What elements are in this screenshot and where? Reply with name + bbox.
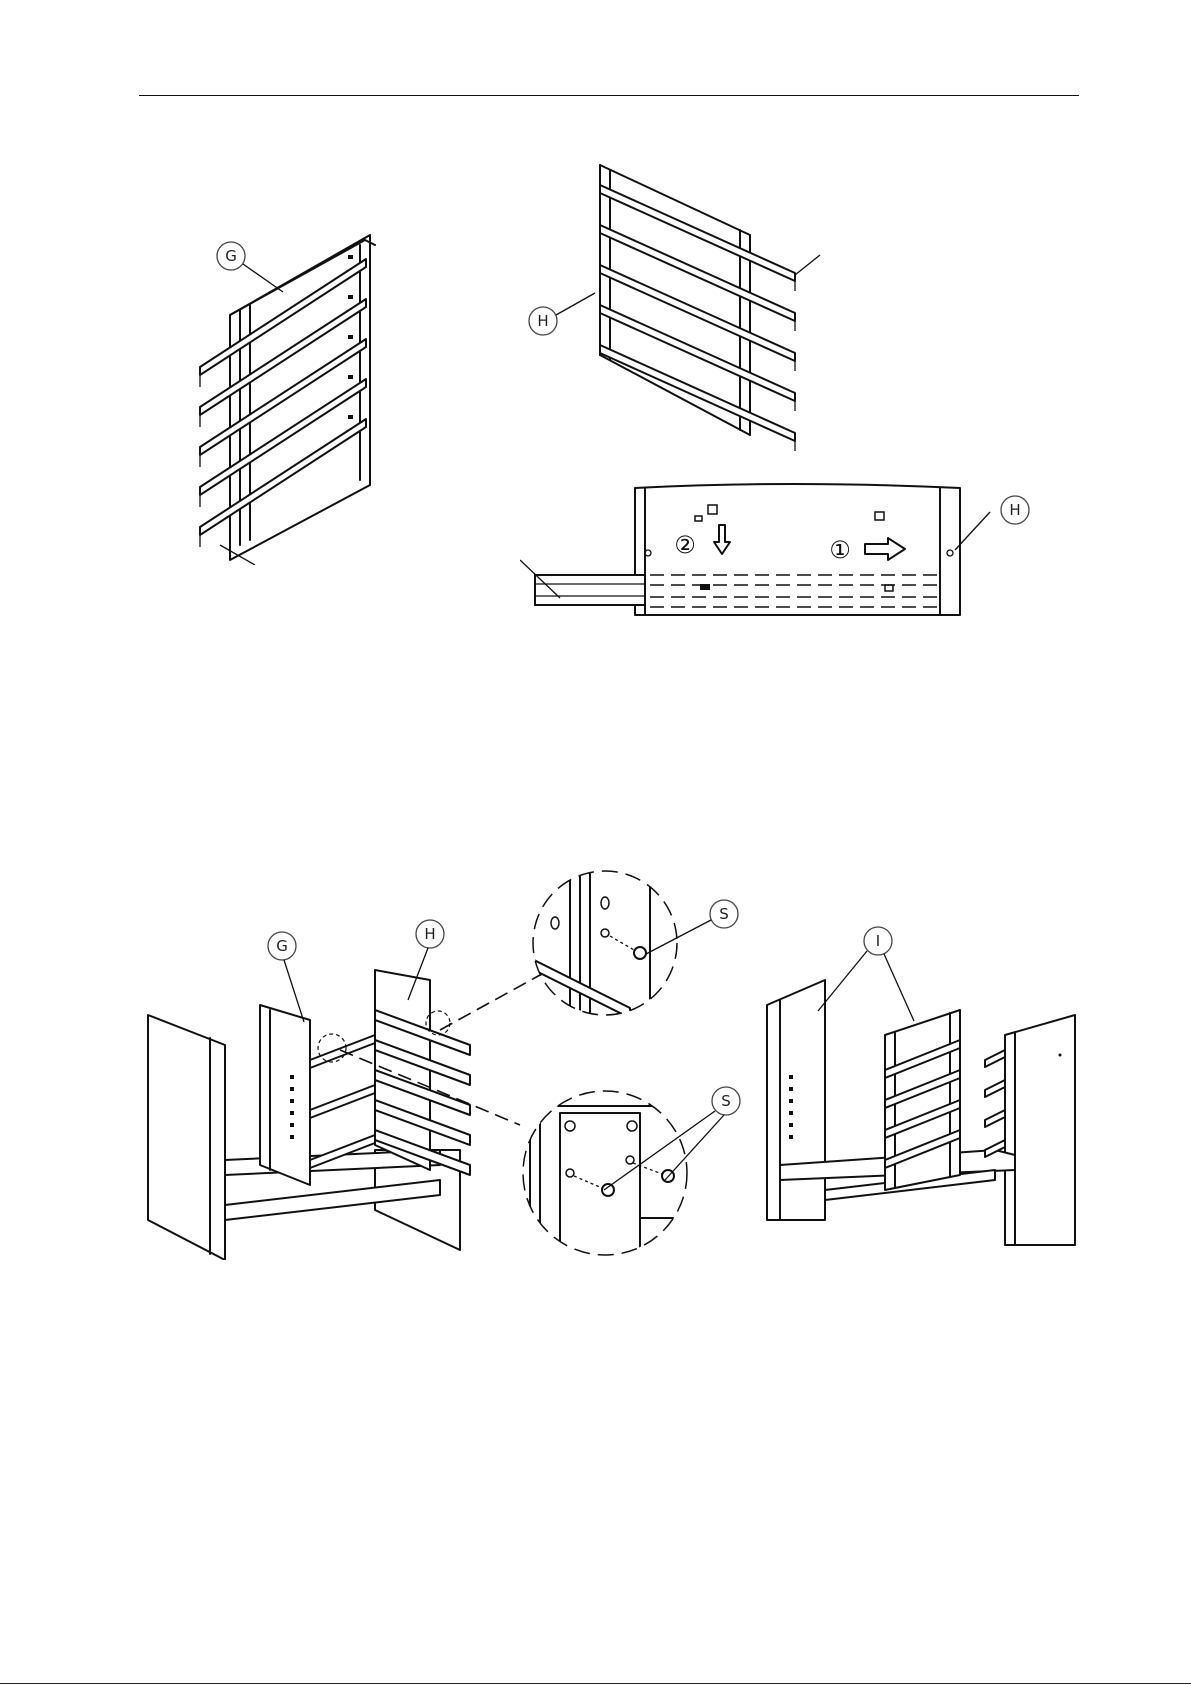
callout-g-bottom-label: G [276,937,288,955]
rail-assembly-h-figure [590,155,830,475]
callout-i-label: I [876,932,880,950]
callout-g-top: G [215,240,295,300]
callout-s-bottom: S [600,1085,745,1195]
callout-h-detail-label: H [1009,501,1020,519]
callout-h-top: H [525,285,605,345]
callout-g-label: G [225,247,237,265]
callout-s-bottom-label: S [721,1092,731,1110]
callout-s-top: S [640,898,740,968]
callout-s-top-label: S [719,905,729,923]
callout-h-label: H [537,312,548,330]
step-2-label: ② [674,531,696,559]
callout-g-bottom: G [262,930,322,1030]
panel-g [260,1005,310,1185]
callout-i: I [810,925,920,1025]
rail-detail-figure: ② ① [520,480,1030,625]
header-rule [139,95,1079,96]
left-side-panel [148,1015,225,1260]
footer-rule [0,1683,1191,1684]
callout-h-detail: H [995,493,1035,529]
step-1-label: ① [829,536,851,564]
